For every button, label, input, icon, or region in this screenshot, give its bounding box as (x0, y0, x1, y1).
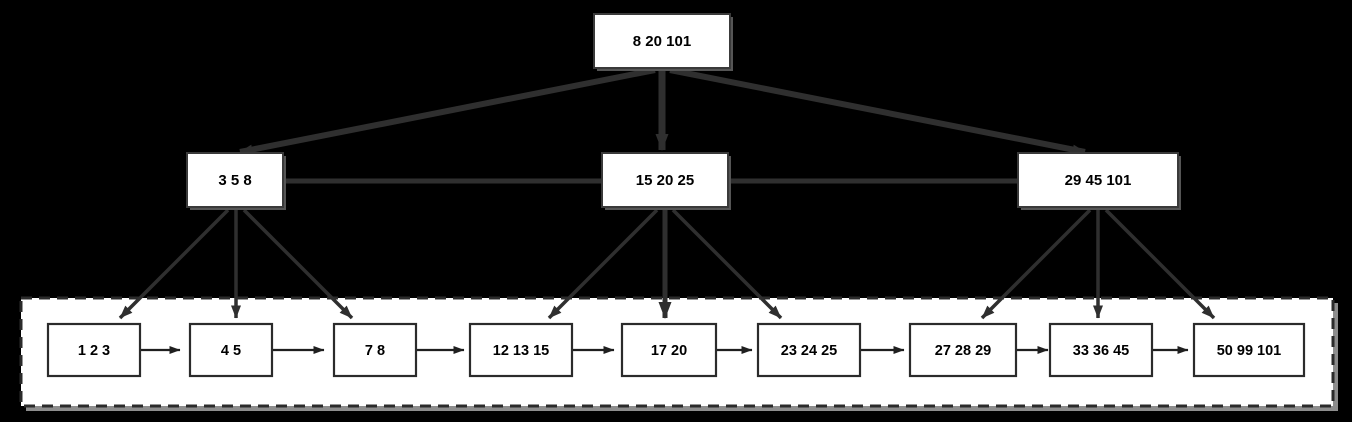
internal-node-2[interactable]: 29 45 101 (1017, 152, 1181, 210)
leaf-node-2[interactable]: 7 8 (332, 322, 418, 378)
internal-node-0-fill (187, 153, 283, 207)
internal-node-1[interactable]: 15 20 25 (601, 152, 731, 210)
leaf-node-5-fill (758, 324, 860, 376)
internal-0-to-leaf-edges (118, 208, 354, 320)
leaf-node-8-fill (1194, 324, 1304, 376)
internal-node-2-label: 29 45 101 (1065, 172, 1132, 189)
leaf-node-6-label: 27 28 29 (935, 343, 991, 359)
leaf-node-1-border (188, 322, 274, 378)
leaf-node-0-label: 1 2 3 (78, 343, 110, 359)
leaf-node-7-fill (1050, 324, 1152, 376)
root-node-fill (594, 14, 730, 68)
root-to-internal-edges (239, 67, 1086, 155)
internal-node-2-border (1017, 152, 1179, 208)
internal-node-1-label: 15 20 25 (636, 172, 694, 189)
internal-2-to-leaf-edges (980, 208, 1216, 320)
root-node-label: 8 20 101 (633, 33, 691, 50)
leaf-node-2-border (332, 322, 418, 378)
leaf-node-1-fill (190, 324, 272, 376)
internal-node-1-fill (602, 153, 728, 207)
leaf-node-8[interactable]: 50 99 101 (1192, 322, 1306, 378)
leaf-node-0[interactable]: 1 2 3 (46, 322, 142, 378)
leaf-node-6[interactable]: 27 28 29 (908, 322, 1018, 378)
leaf-node-3[interactable]: 12 13 15 (468, 322, 574, 378)
leaf-node-7-label: 33 36 45 (1073, 343, 1129, 359)
internal-node-0-border (186, 152, 284, 208)
leaf-node-3-label: 12 13 15 (493, 343, 549, 359)
leaf-node-7[interactable]: 33 36 45 (1048, 322, 1154, 378)
internal-node-0[interactable]: 3 5 8 (186, 152, 286, 210)
leaf-node-0-fill (48, 324, 140, 376)
edge-internal-0-leaf-2 (242, 208, 354, 320)
leaf-node-4-label: 17 20 (651, 343, 687, 359)
edge-root-to-internal-2 (669, 67, 1086, 155)
internal-node-0-label: 3 5 8 (218, 172, 251, 189)
leaf-node-3-fill (470, 324, 572, 376)
internal-node-2-fill (1018, 153, 1178, 207)
leaf-node-2-label: 7 8 (365, 343, 385, 359)
leaf-node-4-fill (622, 324, 716, 376)
edge-internal-1-leaf-5 (671, 208, 783, 320)
leaf-node-5[interactable]: 23 24 25 (756, 322, 862, 378)
leaf-node-3-border (468, 322, 574, 378)
internal-node-1-border (601, 152, 729, 208)
edge-internal-1-leaf-3 (547, 208, 659, 320)
leaf-node-1[interactable]: 4 5 (188, 322, 274, 378)
edge-internal-0-leaf-0 (118, 208, 230, 320)
edge-internal-2-leaf-8 (1104, 208, 1216, 320)
leaf-node-8-border (1192, 322, 1306, 378)
leaf-node-6-border (908, 322, 1018, 378)
leaf-node-5-border (756, 322, 862, 378)
leaf-node-8-label: 50 99 101 (1217, 343, 1282, 359)
leaf-node-7-border (1048, 322, 1154, 378)
root-node[interactable]: 8 20 101 (593, 13, 733, 71)
leaf-node-6-fill (910, 324, 1016, 376)
leaf-node-1-label: 4 5 (221, 343, 241, 359)
leaf-node-5-label: 23 24 25 (781, 343, 837, 359)
leaf-node-0-border (46, 322, 142, 378)
edge-root-to-internal-0 (239, 67, 656, 155)
leaf-node-2-fill (334, 324, 416, 376)
internal-1-to-leaf-edges (547, 208, 783, 320)
root-node-border (593, 13, 731, 69)
leaf-node-4[interactable]: 17 20 (620, 322, 718, 378)
leaf-node-4-border (620, 322, 718, 378)
edge-internal-2-leaf-6 (980, 208, 1092, 320)
